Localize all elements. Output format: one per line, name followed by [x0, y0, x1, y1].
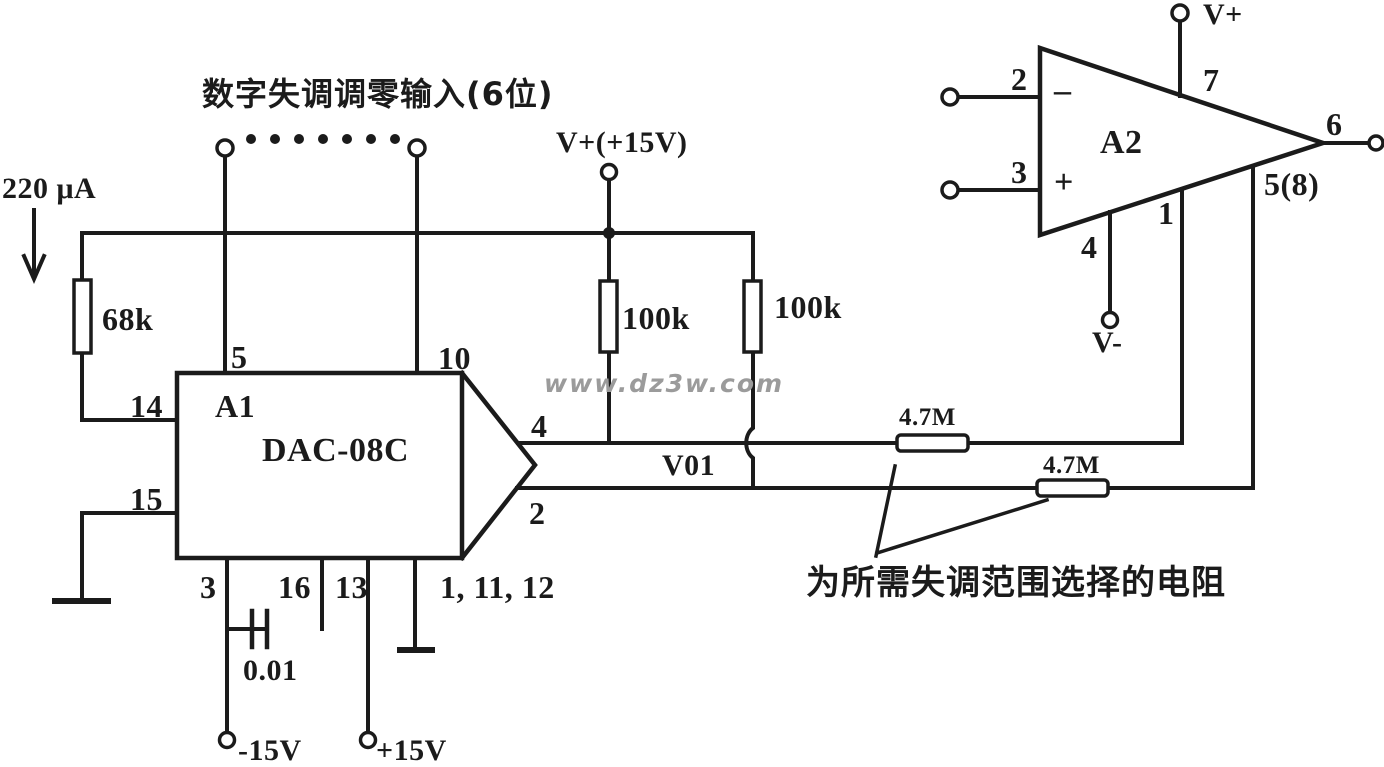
dac-pin10-label: 10: [438, 340, 471, 376]
resistor-47m-a-body-icon: [895, 433, 970, 453]
dac-pin-gnd-label: 1, 11, 12: [440, 569, 555, 605]
wire-pin14: [80, 350, 179, 422]
a2-pin4-label: 4: [1081, 229, 1098, 265]
dac-output-triangle-icon: [458, 369, 538, 562]
ellipsis-dots-icon: [246, 134, 400, 144]
dac-pin15-label: 15: [130, 481, 163, 517]
watermark: www.dz3w.com: [544, 369, 785, 398]
capacitor-value-label: 0.01: [243, 654, 298, 687]
terminal-neg15-icon: [217, 730, 237, 750]
pos15-label: +15V: [376, 734, 447, 767]
leader-line-a: [873, 463, 898, 559]
resistor-68k-label: 68k: [102, 301, 154, 337]
wire-out2-to-pin58: [515, 164, 1255, 490]
opamp-ref-label: A2: [1100, 124, 1143, 161]
resistor-100k-b-label: 100k: [774, 289, 842, 325]
a2-vminus-label: V-: [1092, 326, 1123, 359]
v01-net-label: V01: [662, 449, 716, 482]
dac-pin16-label: 16: [278, 569, 311, 605]
dac-pin3-label: 3: [200, 569, 217, 605]
dac-part-label: DAC-08C: [262, 432, 410, 469]
terminal-vplus-rail-icon: [599, 162, 619, 182]
a2-pin6-label: 6: [1326, 106, 1343, 142]
resistor-47m-b-label: 4.7M: [1043, 452, 1100, 479]
wire-pin16-cap: [225, 556, 324, 631]
current-source-label: 220 μA: [2, 172, 97, 205]
resistor-68k-body-icon: [72, 278, 93, 355]
a2-pin1-label: 1: [1158, 195, 1175, 231]
digital-input-label: 数字失调调零输入(6位): [202, 75, 554, 113]
resistor-47m-b-body-icon: [1035, 478, 1110, 498]
leader-line-b: [874, 497, 1050, 556]
wire-out4-to-pin1: [516, 187, 1184, 445]
terminal-pos15-icon: [358, 730, 378, 750]
wire-pin15: [80, 511, 179, 601]
resistor-100k-b-body-icon: [742, 279, 763, 354]
digital-terminal-left-icon: [215, 138, 235, 158]
a2-noninverting-sign: +: [1054, 164, 1074, 201]
dac-pin13-label: 13: [335, 569, 368, 605]
junction-dot: [603, 227, 615, 239]
dac-pin14-label: 14: [130, 388, 163, 424]
resistor-100k-a-label: 100k: [622, 300, 690, 336]
current-arrow-head-icon: [21, 253, 47, 285]
a2-inverting-sign: –: [1054, 72, 1072, 109]
a2-pin3-label: 3: [1011, 154, 1028, 190]
dac-body: [174, 370, 465, 561]
a2-pin7-label: 7: [1203, 62, 1220, 98]
resistor-47m-a-label: 4.7M: [899, 404, 956, 431]
terminal-a2-vplus-icon: [1170, 3, 1190, 23]
neg15-label: -15V: [238, 734, 302, 767]
resistor-note-label: 为所需失调范围选择的电阻: [806, 563, 1226, 603]
digital-terminal-right-icon: [407, 138, 427, 158]
dac-ref-label: A1: [215, 388, 256, 424]
terminal-a2-inv-icon: [940, 87, 960, 107]
terminal-a2-vminus-icon: [1100, 310, 1120, 330]
dac-out4-label: 4: [531, 408, 548, 444]
terminal-a2-out-icon: [1367, 134, 1384, 152]
terminal-a2-noninv-icon: [940, 180, 960, 200]
a2-pin58-label: 5(8): [1264, 166, 1320, 202]
resistor-100k-a-body-icon: [598, 279, 619, 354]
vplus-rail-label: V+(+15V): [556, 126, 688, 159]
dac-out2-label: 2: [529, 495, 546, 531]
dac-pin5-label: 5: [231, 339, 248, 375]
a2-vplus-label: V+: [1203, 0, 1243, 31]
a2-pin2-label: 2: [1011, 61, 1028, 97]
